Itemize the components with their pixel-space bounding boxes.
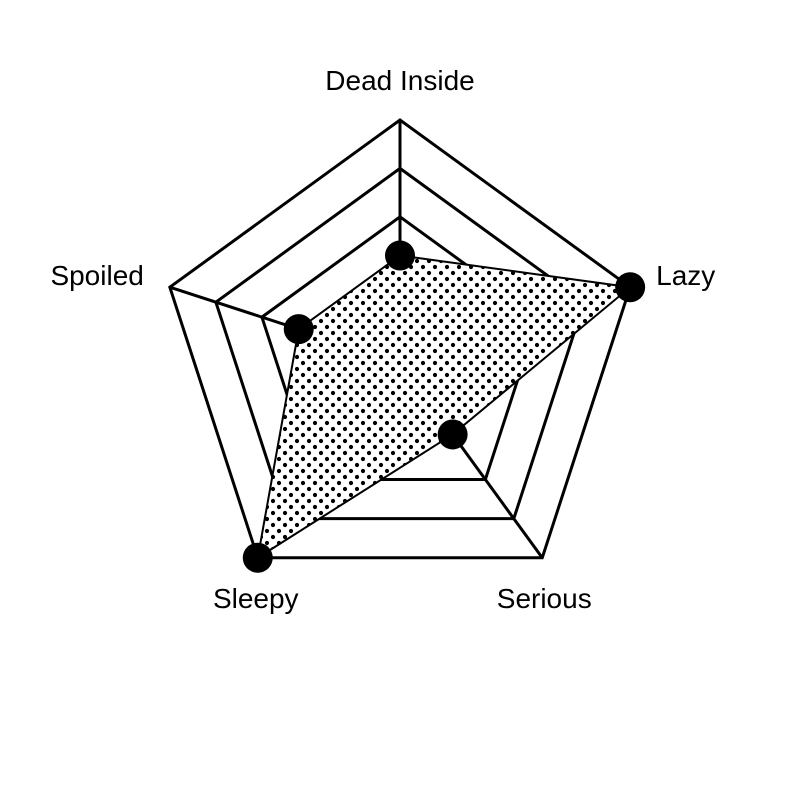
data-area xyxy=(256,254,633,560)
axis-label-spoiled: Spoiled xyxy=(50,260,143,291)
data-point-spoiled xyxy=(283,314,314,345)
axis-label-dead-inside: Dead Inside xyxy=(325,65,474,96)
axis-label-lazy: Lazy xyxy=(656,260,715,291)
data-point-lazy xyxy=(615,272,646,303)
radar-data xyxy=(242,240,646,573)
axis-label-sleepy: Sleepy xyxy=(213,583,299,614)
data-point-sleepy xyxy=(242,542,273,573)
data-point-serious xyxy=(437,419,468,450)
data-point-dead-inside xyxy=(385,240,415,271)
axis-label-serious: Serious xyxy=(497,583,592,614)
grid-ring-5 xyxy=(168,118,632,560)
